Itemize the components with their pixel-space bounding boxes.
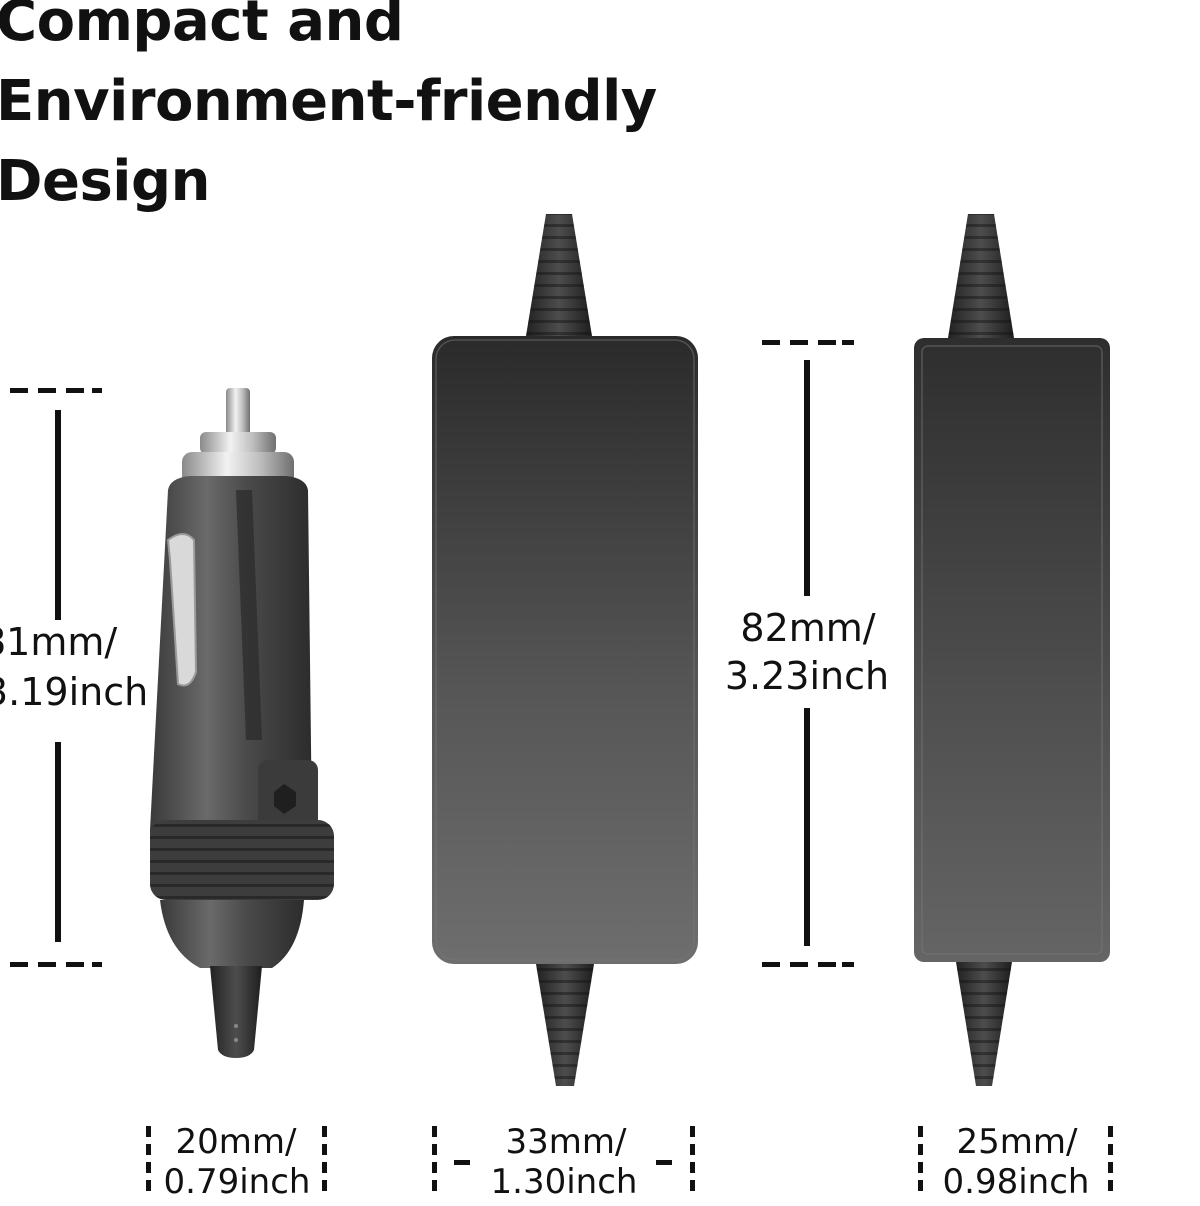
tick xyxy=(690,1144,695,1155)
tick xyxy=(146,1180,151,1191)
tick xyxy=(918,1162,923,1173)
dash xyxy=(790,340,808,345)
car-plug xyxy=(150,388,334,1058)
dash xyxy=(818,962,836,967)
tick xyxy=(146,1162,151,1173)
dimension-arrow xyxy=(454,1160,470,1165)
tick xyxy=(1108,1144,1113,1155)
dash xyxy=(38,962,56,967)
dash xyxy=(790,962,808,967)
adapter-side xyxy=(914,214,1110,1086)
plug-width-inch: 0.79inch xyxy=(163,1162,311,1202)
tick xyxy=(690,1180,695,1191)
tick xyxy=(690,1162,695,1173)
tick xyxy=(918,1126,923,1137)
dash xyxy=(92,962,102,967)
dimension-arrow xyxy=(656,1160,672,1165)
tick xyxy=(1108,1180,1113,1191)
dash xyxy=(66,962,84,967)
dash xyxy=(842,962,854,967)
dimension-line xyxy=(55,742,61,942)
dash xyxy=(38,388,56,393)
dimension-line xyxy=(804,360,810,596)
tick xyxy=(432,1126,437,1137)
adapter-height-mm: 82mm/ xyxy=(740,606,876,650)
headline-line-1: Compact and xyxy=(0,0,404,54)
tick xyxy=(322,1144,327,1155)
tick xyxy=(690,1126,695,1137)
tick xyxy=(146,1144,151,1155)
dash xyxy=(10,388,28,393)
dash xyxy=(818,340,836,345)
adapter-thickness-inch: 0.98inch xyxy=(942,1162,1090,1202)
adapter-thickness-mm: 25mm/ xyxy=(956,1122,1078,1162)
dash xyxy=(92,388,102,393)
dimension-line xyxy=(55,410,61,620)
tick xyxy=(432,1162,437,1173)
plug-height-inch: 3.19inch xyxy=(0,670,149,714)
adapter-front xyxy=(432,214,698,1086)
dash xyxy=(66,388,84,393)
tick xyxy=(432,1144,437,1155)
dash xyxy=(842,340,854,345)
adapter-width-inch: 1.30inch xyxy=(490,1162,638,1202)
dash xyxy=(10,962,28,967)
headline-line-2: Environment-friendly xyxy=(0,69,657,134)
tick xyxy=(322,1180,327,1191)
headline: Compact and Environment-friendly Design xyxy=(0,0,657,222)
adapter-width-mm: 33mm/ xyxy=(505,1122,627,1162)
tick xyxy=(918,1180,923,1191)
tick xyxy=(1108,1162,1113,1173)
tick xyxy=(146,1126,151,1137)
headline-line-3: Design xyxy=(0,149,210,214)
tick xyxy=(322,1126,327,1137)
tick xyxy=(1108,1126,1113,1137)
plug-width-mm: 20mm/ xyxy=(175,1122,297,1162)
adapter-height-inch: 3.23inch xyxy=(724,654,890,698)
dimension-line xyxy=(804,708,810,946)
tick xyxy=(918,1144,923,1155)
tick xyxy=(432,1180,437,1191)
dash xyxy=(762,340,780,345)
plug-height-mm: 81mm/ xyxy=(0,620,118,664)
dash xyxy=(762,962,780,967)
tick xyxy=(322,1162,327,1173)
